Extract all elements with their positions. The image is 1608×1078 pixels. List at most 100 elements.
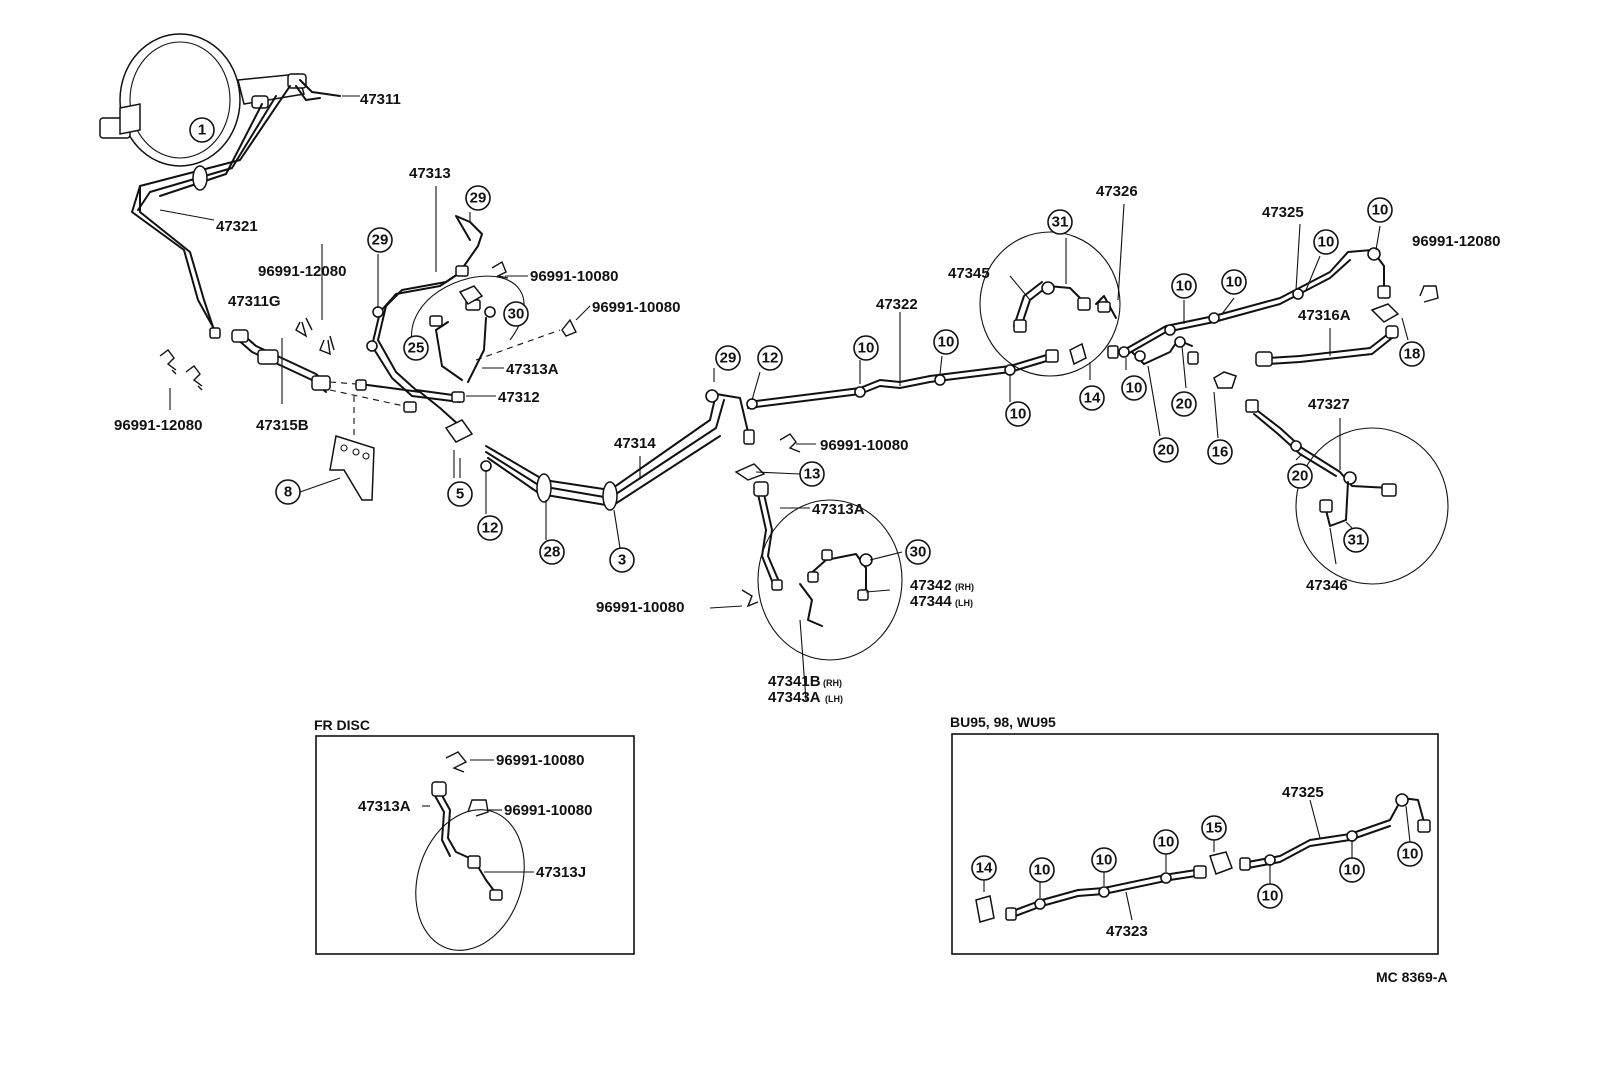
callout-13: 13 [799,461,825,487]
svg-text:31: 31 [1052,214,1069,231]
bu95-callout-15: 15 [1201,815,1227,841]
callout-10: 10 [933,329,959,355]
svg-text:10: 10 [1344,862,1361,879]
svg-text:10: 10 [1372,202,1389,219]
svg-text:10: 10 [858,340,875,357]
bu95-callout-10: 10 [1029,857,1055,883]
callout-25: 25 [403,335,429,361]
svg-text:10: 10 [1402,846,1419,863]
leader-lines [159,95,1409,701]
part-labels: 47311 47321 47313 47311G 96991-12080 969… [114,91,1500,706]
fr-disc-label-96991-10080-a: 96991-10080 [496,752,584,769]
front-right-assembly [753,481,903,661]
label-47341B: 47341B [768,673,821,690]
svg-text:8: 8 [284,484,292,501]
clip-13 [491,260,801,608]
label-47313: 47313 [409,165,451,182]
label-96991-10080-a: 96991-10080 [530,268,618,285]
svg-text:20: 20 [1292,468,1309,485]
label-47313A-a: 47313A [506,361,559,378]
label-47325: 47325 [1262,204,1304,221]
fr-disc-label-47313J: 47313J [536,864,586,881]
svg-text:18: 18 [1404,346,1421,363]
svg-text:10: 10 [938,334,955,351]
svg-text:28: 28 [544,544,561,561]
svg-text:31: 31 [1348,532,1365,549]
brake-booster [99,33,307,167]
bu95-callout-10: 10 [1339,857,1365,883]
rear-left-assembly [979,231,1121,377]
callout-10: 10 [1221,269,1247,295]
callout-10: 10 [1171,273,1197,299]
label-96991-12080-a: 96991-12080 [258,263,346,280]
line-47314 [480,393,755,511]
fr-disc-title: FR DISC [314,717,370,733]
label-47311G: 47311G [228,293,281,310]
callout-29: 29 [715,345,741,371]
svg-text:10: 10 [1158,834,1175,851]
callout-31: 31 [1047,209,1073,235]
callout-20: 20 [1171,391,1197,417]
svg-text:25: 25 [408,340,425,357]
callout-30: 30 [905,539,931,565]
label-96991-10080-d: 96991-10080 [596,599,684,616]
callout-20: 20 [1287,463,1313,489]
label-47346: 47346 [1306,577,1348,594]
callout-16: 16 [1207,439,1233,465]
svg-text:30: 30 [508,306,525,323]
callout-31: 31 [1343,527,1369,553]
t-joint-area [1107,247,1439,389]
svg-text:10: 10 [1176,278,1193,295]
label-47344-suffix: (LH) [955,598,973,608]
callout-30: 30 [503,301,529,327]
label-47312: 47312 [498,389,540,406]
label-47342: 47342 [910,577,952,594]
svg-text:29: 29 [372,232,389,249]
svg-text:14: 14 [976,860,993,877]
callout-12: 12 [477,515,503,541]
callout-10: 10 [1313,229,1339,255]
svg-text:29: 29 [720,350,737,367]
svg-text:12: 12 [762,350,779,367]
bu95-callout-10: 10 [1091,847,1117,873]
callout-28: 28 [539,539,565,565]
bu95-callout-14: 14 [971,855,997,881]
label-47322: 47322 [876,296,918,313]
svg-text:14: 14 [1084,390,1101,407]
hose-47315B [231,329,331,393]
svg-text:10: 10 [1096,852,1113,869]
label-47311: 47311 [360,91,401,108]
callout-10: 10 [1005,401,1031,427]
fr-disc-label-96991-10080-b: 96991-10080 [504,802,592,819]
label-47343A: 47343A [768,689,821,706]
label-47313A-b: 47313A [812,501,865,518]
callout-20: 20 [1153,437,1179,463]
svg-text:16: 16 [1212,444,1229,461]
label-96991-12080-c: 96991-12080 [1412,233,1500,250]
bu95-label-47325: 47325 [1282,784,1324,801]
svg-text:29: 29 [470,190,487,207]
fr-disc-label-47313A: 47313A [358,798,411,815]
line-47313-area [355,215,525,427]
rear-right-assembly [1245,399,1449,585]
svg-text:15: 15 [1206,820,1223,837]
callout-3: 3 [609,547,635,573]
svg-text:10: 10 [1126,380,1143,397]
hose-47316A [1255,325,1399,367]
callout-12: 12 [757,345,783,371]
label-96991-10080-c: 96991-10080 [820,437,908,454]
callout-10: 10 [1367,197,1393,223]
label-47342-suffix: (RH) [955,582,974,592]
svg-text:10: 10 [1010,406,1027,423]
label-47321: 47321 [216,218,258,235]
bu95-callout-10: 10 [1397,841,1423,867]
bracket-8 [329,329,561,501]
svg-text:10: 10 [1226,274,1243,291]
svg-text:13: 13 [804,466,821,483]
callout-1: 1 [189,117,215,143]
label-47345: 47345 [948,265,990,282]
callout-29: 29 [367,227,393,253]
label-47344: 47344 [910,593,952,610]
callout-8: 8 [275,479,301,505]
callout-18: 18 [1399,341,1425,367]
